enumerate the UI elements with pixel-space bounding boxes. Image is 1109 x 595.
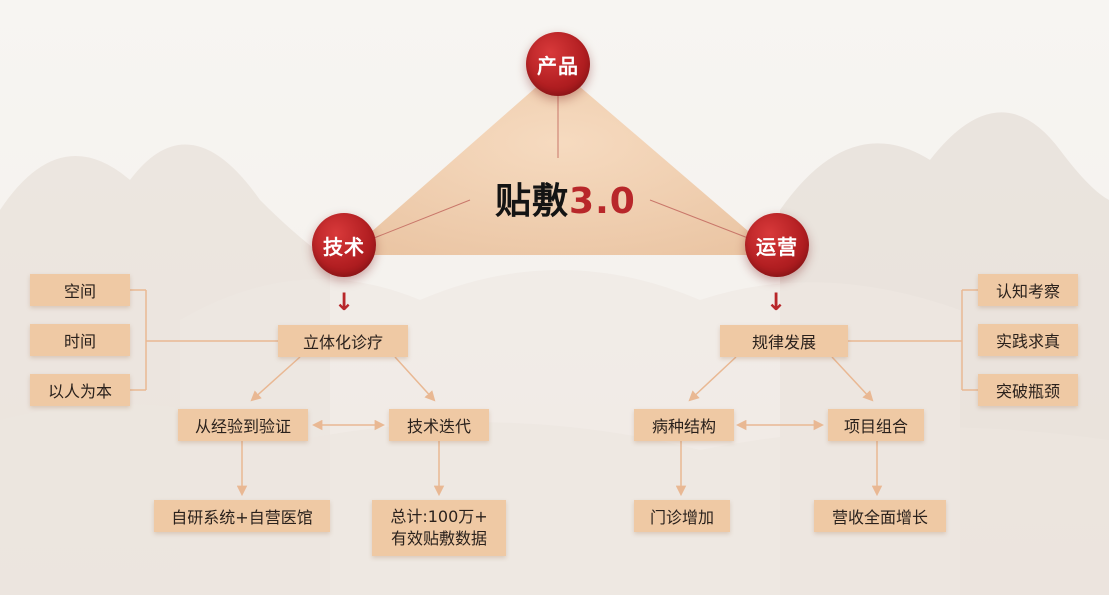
diagram-title: 贴敷3.0: [495, 172, 636, 224]
right-branch-b: 项目组合: [828, 409, 924, 441]
left-branch-b: 技术迭代: [389, 409, 489, 441]
right-side-item-cognition: 认知考察: [978, 274, 1078, 306]
left-result-b: 总计:100万+ 有效贴敷数据: [372, 500, 506, 556]
mountain-low: [0, 404, 1109, 595]
left-side-item-people: 以人为本: [30, 374, 130, 406]
right-down-arrow-icon: ↓: [766, 288, 787, 316]
right-side-item-breakthrough: 突破瓶颈: [978, 374, 1078, 406]
pillar-product: 产品: [526, 32, 590, 96]
right-result-b: 营收全面增长: [814, 500, 946, 532]
left-result-b-line2: 有效贴敷数据: [390, 529, 487, 548]
left-side-item-time: 时间: [30, 324, 130, 356]
pillar-ops: 运营: [745, 213, 809, 277]
right-side-item-practice: 实践求真: [978, 324, 1078, 356]
left-result-b-line1: 总计:100万+: [390, 507, 488, 526]
left-branch-a: 从经验到验证: [178, 409, 308, 441]
right-center-node: 规律发展: [720, 325, 848, 357]
right-result-a: 门诊增加: [634, 500, 730, 532]
right-branch-a: 病种结构: [634, 409, 734, 441]
left-center-node: 立体化诊疗: [278, 325, 408, 357]
left-side-item-space: 空间: [30, 274, 130, 306]
title-version: 3.0: [569, 181, 636, 222]
left-down-arrow-icon: ↓: [334, 288, 355, 316]
left-result-a: 自研系统+自营医馆: [154, 500, 330, 532]
title-main: 贴敷: [495, 181, 570, 222]
triangle: [345, 68, 776, 255]
pillar-tech: 技术: [312, 213, 376, 277]
